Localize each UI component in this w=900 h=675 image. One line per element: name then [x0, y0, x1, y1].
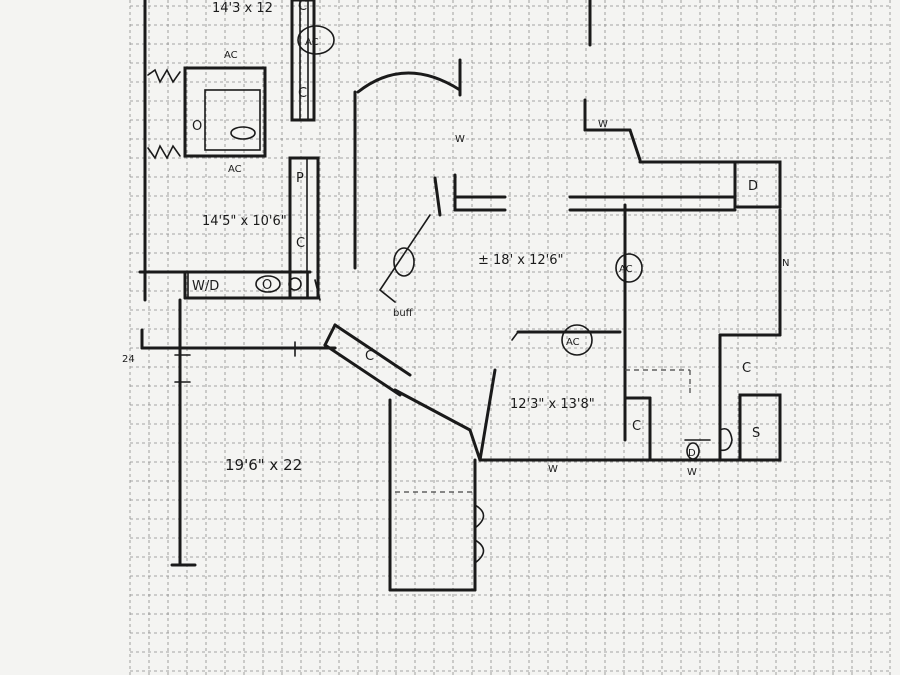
window-label-3: W [548, 464, 558, 475]
oven-label-wd: O [262, 278, 272, 293]
window-label-4: W [687, 467, 697, 478]
room-size-top: 14'3 x 12 [212, 1, 273, 16]
wd-label: W/D [192, 279, 219, 294]
window-label-2: W [598, 119, 608, 130]
ac-label-2: AC [619, 264, 633, 275]
cabinet-label-1: C [298, 0, 307, 14]
buffet-label: buff [393, 308, 414, 319]
circled-markers [255, 25, 700, 460]
ac-label-3: AC [566, 337, 580, 348]
burner-label: D [748, 179, 758, 194]
bath-fixtures [147, 66, 267, 160]
ac-label-bath-bottom: AC [228, 164, 242, 175]
dishwasher-label: D [688, 448, 696, 459]
cabinet-label-kitchen: C [632, 419, 641, 434]
cabinet-label-3: C [296, 236, 305, 251]
cabinet-label-2: C [298, 86, 307, 101]
ac-label-1: AC [305, 37, 319, 48]
room-size-master: 19'6" x 22 [225, 456, 302, 474]
pantry-label: P [296, 171, 304, 186]
laundry [187, 271, 309, 299]
ac-label-bath-top: AC [224, 50, 238, 61]
window-label-1: W [455, 134, 465, 145]
labels: 19'6" x 22 ± 18' x 12'6" 12'3" x 13'8" 1… [122, 0, 789, 478]
oven-label-bath: O [192, 119, 202, 134]
sink-label: S [752, 426, 760, 441]
door-number-label: 24 [122, 354, 135, 365]
cabinet-label-right: C [742, 361, 751, 376]
room-size-living: ± 18' x 12'6" [478, 253, 563, 268]
north-label: N [782, 258, 789, 269]
cabinet-label-hall: C [365, 349, 374, 364]
room-size-bedroom: 14'5" x 10'6" [202, 214, 287, 229]
left-wing-walls [138, 0, 337, 567]
kitchen-walls [323, 323, 782, 592]
room-size-kitchen: 12'3" x 13'8" [510, 397, 595, 412]
right-walls [583, 0, 782, 462]
center-walls [353, 58, 737, 442]
